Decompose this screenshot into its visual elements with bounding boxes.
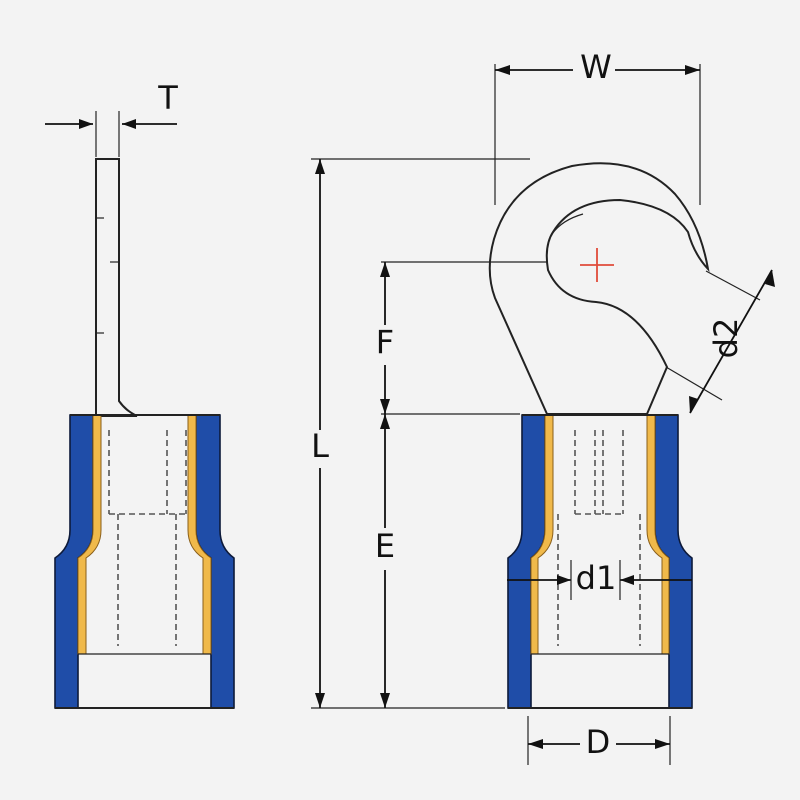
label-d: D [586,723,611,761]
l-arrow-top [315,159,325,174]
e-label-bg [369,528,403,570]
label-w: W [580,48,612,86]
f-label-bg [369,325,403,365]
side-tongue [95,158,138,417]
side-insulation-right [195,414,235,709]
hook-ring-outline [488,162,710,415]
f-arrow-bottom [380,399,390,414]
label-t: T [157,79,178,117]
label-d2: d2 [707,318,745,359]
label-d1: d1 [576,559,617,597]
f-arrow-top [380,262,390,277]
d1-label-bg [578,563,614,597]
d-label-bg [580,726,616,764]
label-f: F [376,323,394,361]
hook-inner-highlight [551,213,584,235]
d2-extension-upper [705,270,761,301]
d2-extension-lower [665,366,723,401]
side-insulation-left [54,414,94,709]
d2-arrow-upper [765,270,775,287]
t-arrow-right [122,119,136,129]
w-arrow-left [495,65,510,75]
d1-arrow-left [557,575,571,585]
side-view: T [45,79,235,709]
d2-arrow-lower [689,396,698,413]
d-arrow-left [528,739,543,749]
label-e: E [375,527,395,565]
d-arrow-right [655,739,670,749]
d1-arrow-right [620,575,634,585]
e-arrow-top [380,414,390,429]
e-arrow-bottom [380,693,390,708]
l-arrow-bottom [315,693,325,708]
t-arrow-left [79,119,93,129]
front-view: W L F E [304,48,775,765]
d2-dimension-line [689,269,773,414]
l-label-bg [304,430,338,468]
w-arrow-right [685,65,700,75]
label-l: L [311,427,329,465]
front-insulation-right [654,414,693,709]
w-label-bg [573,52,615,86]
front-insulation-left [507,414,546,709]
